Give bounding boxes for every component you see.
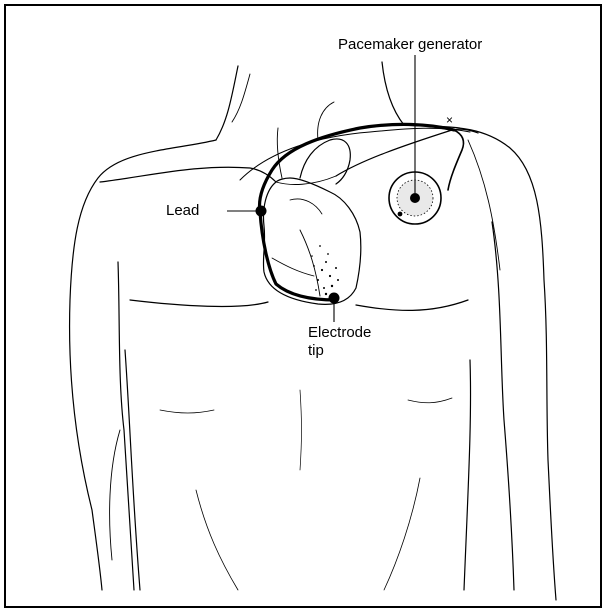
rib-left-1 — [160, 410, 214, 413]
right-torso-side — [464, 360, 471, 590]
heart-septum — [300, 230, 320, 296]
abdomen-right — [384, 478, 420, 590]
lead-label: Lead — [166, 202, 199, 220]
sternal-notch — [276, 176, 336, 184]
ventricle-line — [272, 258, 314, 276]
left-torso-side — [125, 350, 140, 590]
aorta — [300, 139, 350, 184]
left-clavicle — [100, 167, 276, 182]
pacemaker-generator-label: Pacemaker generator — [338, 36, 482, 54]
lead-marker-dot — [256, 206, 267, 217]
left-pectoral — [130, 300, 268, 306]
lead-anchor-mark: × — [446, 113, 453, 127]
midline — [300, 390, 302, 470]
lead-wire-tail — [448, 130, 464, 190]
left-flank — [110, 430, 120, 560]
left-arm-inner — [118, 262, 134, 590]
atrium-line — [290, 199, 322, 214]
rib-right-1 — [408, 398, 452, 403]
abdomen-left — [196, 490, 238, 590]
subclavian-vein — [240, 128, 470, 180]
electrode-tip-dot — [329, 293, 340, 304]
right-clavicle — [336, 129, 478, 176]
right-pectoral — [356, 300, 468, 310]
heart-shading — [311, 245, 339, 295]
right-arm-inner — [492, 222, 514, 590]
neck-left-outline — [216, 66, 238, 140]
electrode-tip-label: Electrode tip — [308, 324, 371, 360]
neck-right-outline — [382, 62, 404, 125]
